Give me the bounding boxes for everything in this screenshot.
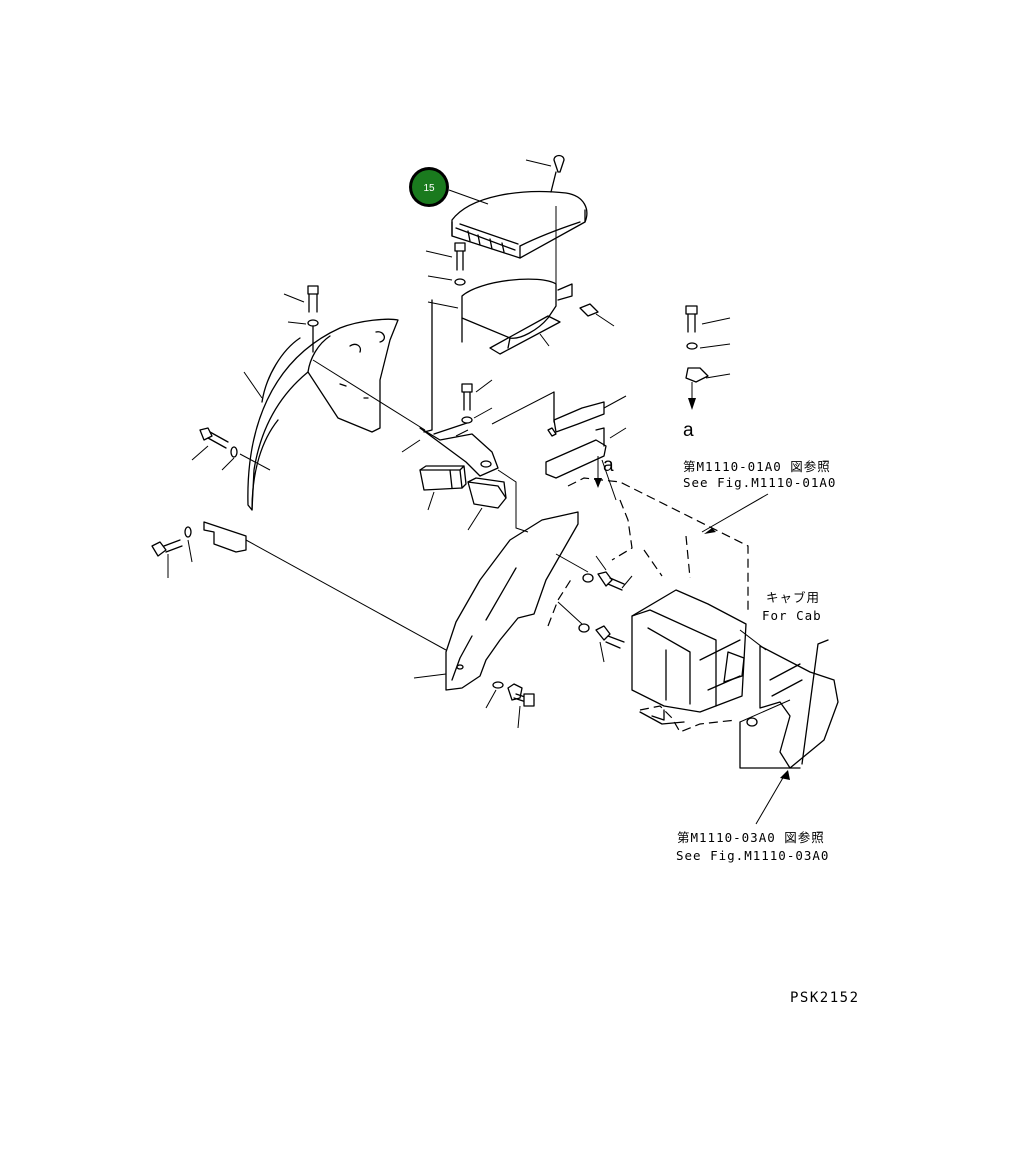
drawing-code: PSK2152 bbox=[790, 990, 860, 1006]
detail-a-hardware: a bbox=[683, 305, 731, 441]
duct-base-plate bbox=[461, 278, 615, 355]
duct-cover-part bbox=[451, 154, 588, 259]
seal-block-a bbox=[419, 465, 467, 511]
ref-bottom-en: See Fig.M1110-03A0 bbox=[676, 848, 829, 863]
detail-a-letter: a bbox=[683, 420, 694, 441]
bolt-top-left bbox=[283, 285, 319, 353]
cab-guard bbox=[739, 629, 839, 769]
mount-a-letter: a bbox=[603, 455, 614, 476]
bolt-left-lower bbox=[151, 526, 193, 578]
bolt-left-upper bbox=[191, 427, 271, 471]
bolt-center bbox=[455, 379, 493, 437]
cab-label-jp: キャブ用 bbox=[766, 590, 820, 605]
seal-block-b bbox=[467, 477, 507, 531]
ref-top-jp: 第M1110-01A0 図参照 bbox=[683, 459, 831, 474]
radiator-housing bbox=[547, 477, 749, 733]
callout-15-badge[interactable]: 15 bbox=[409, 167, 449, 207]
bolt-housing-lower bbox=[557, 601, 625, 663]
bolt-housing-upper bbox=[555, 553, 633, 591]
ref-top-en: See Fig.M1110-01A0 bbox=[683, 475, 836, 490]
cab-label-en: For Cab bbox=[762, 608, 822, 623]
mount-a-marker: a bbox=[594, 455, 614, 488]
bolt-top-center bbox=[425, 242, 466, 309]
bolt-lower-center bbox=[507, 683, 535, 729]
center-connector bbox=[419, 299, 499, 477]
ref-bottom-jp: 第M1110-03A0 図参照 bbox=[677, 830, 825, 845]
callout-15-label: 15 bbox=[423, 183, 435, 194]
bracket-left bbox=[203, 521, 247, 553]
seal-strip-right bbox=[491, 391, 627, 479]
fan-shroud-left bbox=[247, 318, 399, 511]
fan-guard-plate bbox=[413, 511, 579, 709]
